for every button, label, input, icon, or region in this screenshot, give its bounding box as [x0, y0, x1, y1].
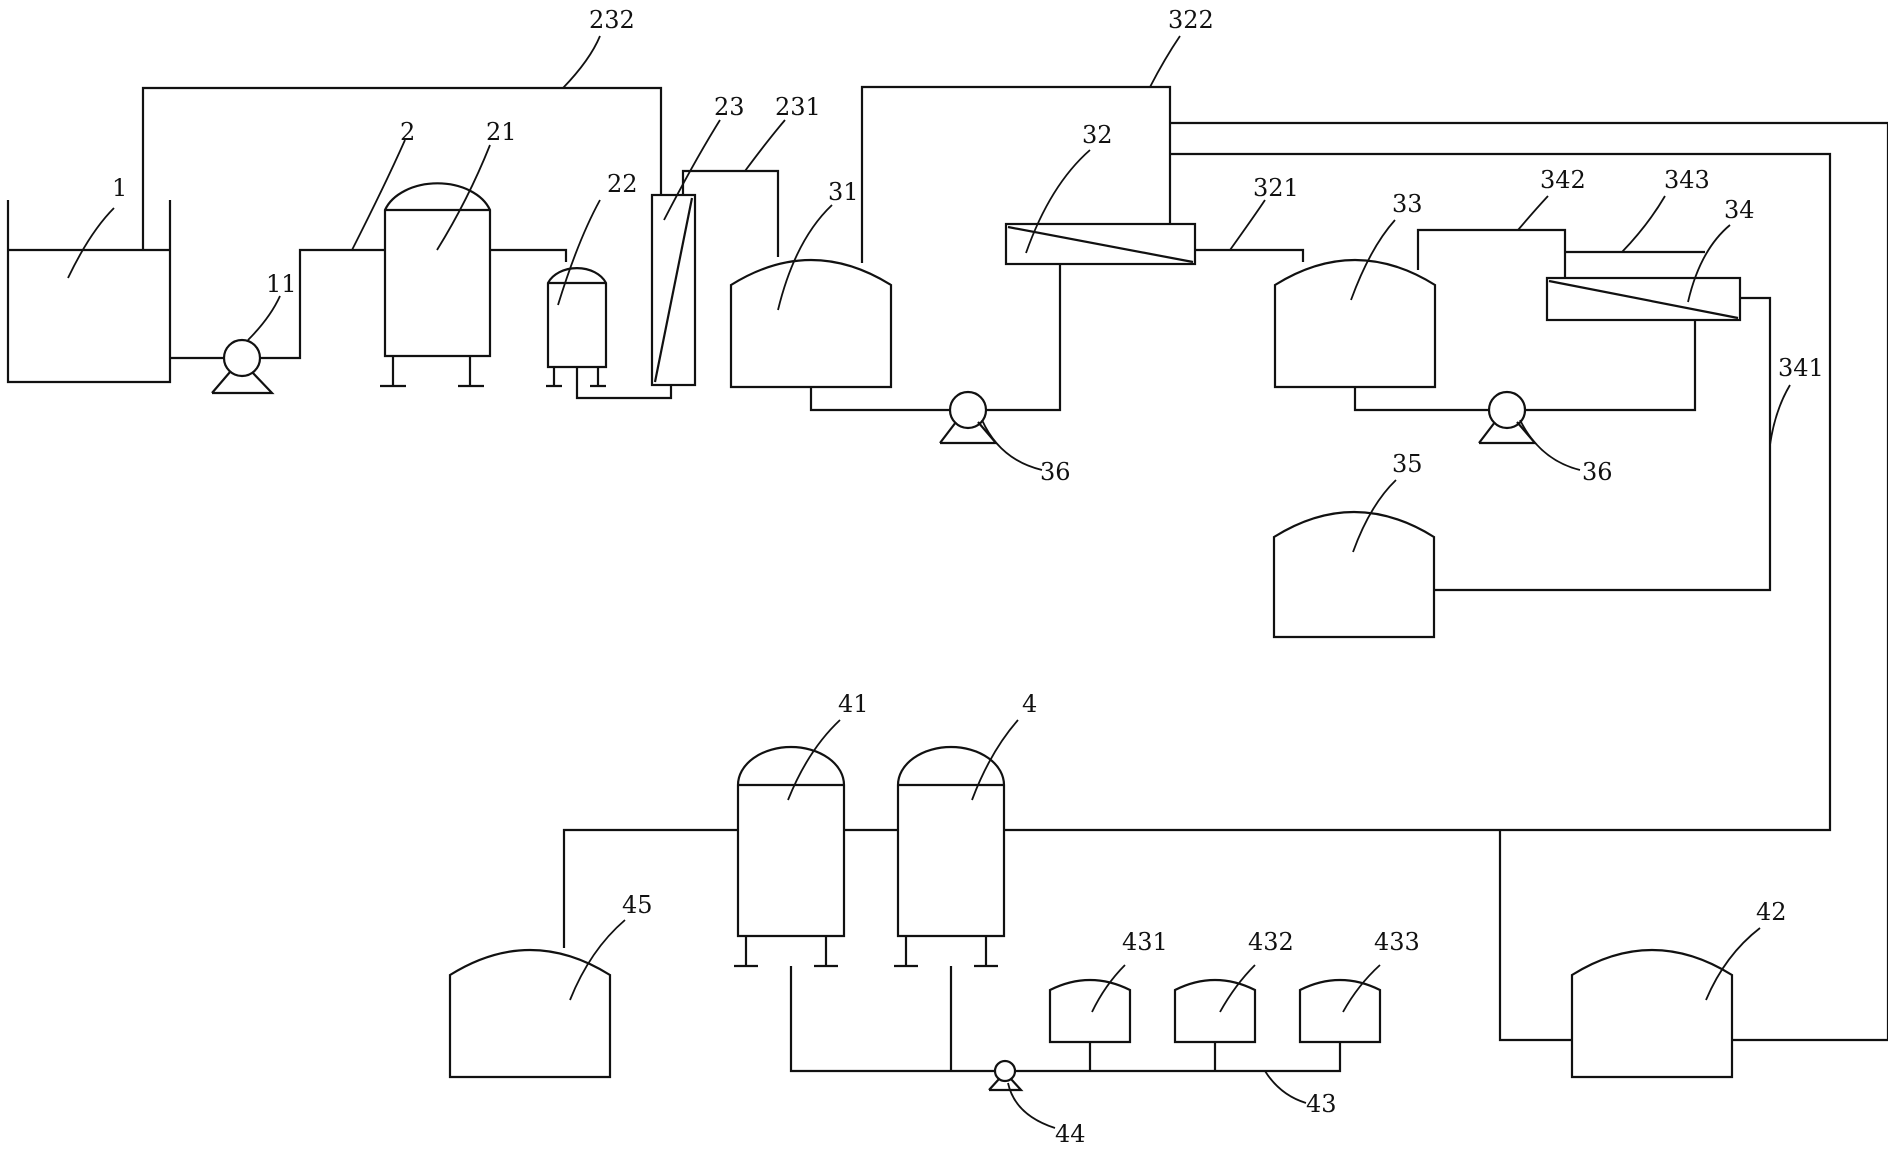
leader-322 [1149, 35, 1181, 88]
leader-11 [247, 295, 281, 341]
exchanger-34 [1545, 276, 1742, 322]
column-23 [650, 193, 697, 387]
leader-231 [744, 119, 786, 172]
exchanger-32 [1004, 222, 1197, 266]
label-pipe-322: 322 [1168, 6, 1214, 34]
label-pipe-341: 341 [1778, 354, 1824, 382]
leader-1 [67, 207, 115, 279]
pipe-pump36-to-34 [1525, 320, 1697, 412]
leader-343 [1621, 195, 1666, 253]
label-tank-45: 45 [622, 891, 653, 919]
label-tank-432: 432 [1248, 928, 1294, 956]
pipe-22-to-23 [575, 367, 673, 400]
pipe-231 [681, 169, 780, 257]
pipe-321 [1195, 248, 1305, 262]
label-tank-431: 431 [1122, 928, 1168, 956]
leader-44 [1007, 1082, 1056, 1129]
tank-433 [1298, 978, 1382, 1044]
leader-432 [1219, 964, 1256, 1013]
leader-42 [1705, 927, 1761, 1001]
leader-433 [1342, 964, 1381, 1013]
leader-34 [1687, 224, 1731, 303]
leader-341 [1769, 384, 1791, 446]
label-vessel-21: 21 [486, 118, 517, 146]
leader-36-left [981, 419, 1043, 471]
leader-22 [557, 199, 601, 306]
leader-41 [787, 719, 841, 801]
label-tank-433: 433 [1374, 928, 1420, 956]
tank-1 [6, 200, 172, 384]
tank-33 [1273, 258, 1437, 389]
pipe-342 [1416, 228, 1567, 278]
label-tank-33: 33 [1392, 190, 1423, 218]
pump-36-left [939, 390, 999, 445]
tank-31 [729, 258, 893, 389]
label-tank-1: 1 [112, 174, 127, 202]
pipe-232 [141, 86, 663, 250]
leader-43 [1264, 1070, 1307, 1104]
tank-432 [1173, 978, 1257, 1044]
pipe-pump36-to-32 [986, 264, 1062, 412]
tank-42 [1570, 948, 1734, 1079]
leader-lines [67, 35, 1791, 1129]
labels: 1 11 2 21 22 23 231 232 31 322 32 321 33… [112, 6, 1824, 1148]
label-pipe-321: 321 [1253, 174, 1299, 202]
pipe-return-to-vessels [1004, 152, 1832, 832]
vessel-21 [380, 182, 492, 388]
leader-342 [1517, 195, 1549, 231]
label-tank-42: 42 [1756, 898, 1787, 926]
label-tank-31: 31 [828, 178, 859, 206]
label-exchanger-34: 34 [1724, 196, 1755, 224]
pipe-41-bottom [789, 966, 995, 1073]
leader-431 [1091, 964, 1126, 1013]
pump-11 [211, 338, 275, 395]
label-pipe-43: 43 [1306, 1090, 1337, 1118]
leader-2 [351, 139, 406, 251]
tank-431 [1048, 978, 1132, 1044]
leader-33 [1350, 219, 1396, 301]
label-pipe-343: 343 [1664, 166, 1710, 194]
vessel-41 [734, 745, 846, 968]
vessel-22 [546, 267, 608, 388]
leader-35 [1352, 479, 1397, 553]
label-vessel-41: 41 [838, 690, 869, 718]
pipe-33-to-pump36 [1353, 387, 1489, 412]
pipe-31-to-pump36 [809, 387, 950, 412]
label-vessel-22: 22 [607, 170, 638, 198]
label-pump-11: 11 [266, 270, 297, 298]
pipe-to-42 [1498, 830, 1572, 1042]
pipe-322 [860, 85, 1172, 263]
pipe-43 [1015, 1042, 1342, 1073]
leader-321 [1229, 199, 1266, 251]
leader-31 [777, 204, 833, 311]
leader-23 [663, 119, 721, 221]
leader-232 [562, 35, 601, 89]
label-pipe-342: 342 [1540, 166, 1586, 194]
label-tank-35: 35 [1392, 450, 1423, 478]
leader-45 [569, 919, 626, 1001]
pipe-21-to-22 [490, 248, 568, 262]
tank-35 [1272, 510, 1436, 639]
pipe-41-to-45 [562, 828, 738, 948]
label-pump-36-left: 36 [1040, 458, 1071, 486]
leader-21 [436, 144, 491, 251]
label-pipe-231: 231 [775, 93, 821, 121]
pipe-return-to-42 [1170, 121, 1888, 1042]
label-pump-44: 44 [1055, 1120, 1086, 1148]
label-column-23: 23 [714, 93, 745, 121]
leader-4 [971, 719, 1019, 801]
pump-44 [988, 1059, 1024, 1092]
label-pump-36-right: 36 [1582, 458, 1613, 486]
leader-36-right [1519, 419, 1581, 471]
pump-36-right [1478, 390, 1538, 445]
pipe-2 [260, 248, 385, 360]
label-exchanger-32: 32 [1082, 121, 1113, 149]
tank-45 [448, 948, 612, 1079]
vessel-4 [894, 745, 1006, 968]
label-vessel-4: 4 [1022, 690, 1037, 718]
leader-32 [1025, 149, 1091, 254]
label-pipe-232: 232 [589, 6, 635, 34]
label-pipe-2: 2 [400, 118, 415, 146]
